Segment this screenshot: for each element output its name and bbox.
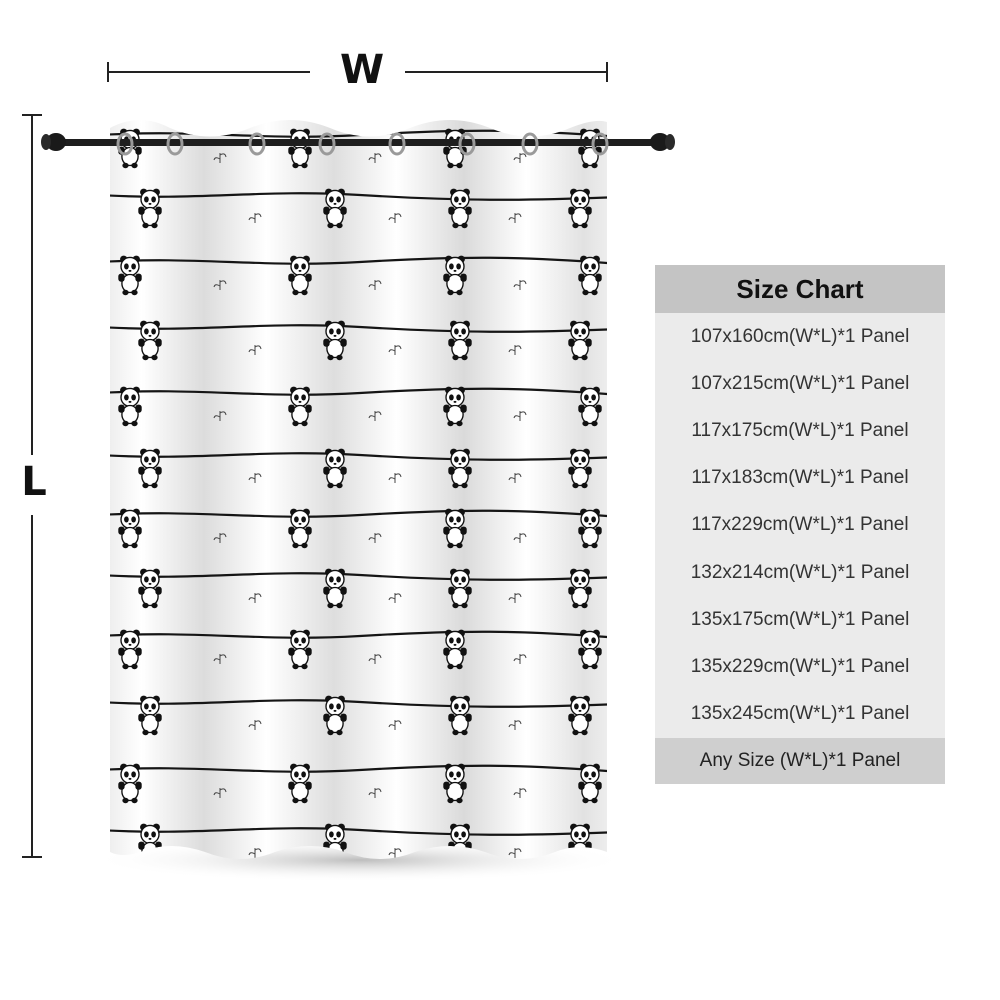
size-chart-row: 117x229cm(W*L)*1 Panel [691,514,909,536]
grommet-ring [388,132,406,156]
size-chart-row: 107x215cm(W*L)*1 Panel [690,372,910,394]
branch-line [110,509,607,519]
grommet-ring [166,132,184,156]
size-chart-row: 117x175cm(W*L)*1 Panel [691,419,909,441]
grommet-ring [521,132,539,156]
width-dimension-line [107,62,608,82]
curtain-panel [110,120,607,859]
branch-line [110,256,607,266]
size-chart-row: 107x160cm(W*L)*1 Panel [690,325,910,347]
grommet-ring [248,132,266,156]
branch-line [110,630,607,640]
grommet-ring [116,132,134,156]
size-chart-row: 135x175cm(W*L)*1 Panel [690,608,910,630]
grommet-ring [591,132,609,156]
grommet-ring [458,132,476,156]
size-chart-row: 132x214cm(W*L)*1 Panel [690,561,910,583]
length-dimension-line [22,114,42,858]
size-chart-custom-row: Any Size (W*L)*1 Panel [655,737,945,784]
size-chart-row: 135x245cm(W*L)*1 Panel [690,703,910,725]
branch-line [110,324,607,333]
grommet-ring [318,132,336,156]
size-chart-row: 135x229cm(W*L)*1 Panel [690,655,910,677]
length-label: L [21,459,47,505]
size-chart-table: Size Chart 107x160cm(W*L)*1 Panel 107x21… [655,265,945,784]
branch-line [110,827,607,836]
branch-line [110,764,607,774]
branch-line [110,699,607,708]
branch-line [110,452,607,461]
branch-line [110,192,607,201]
size-chart-row: 117x183cm(W*L)*1 Panel [691,467,909,489]
grommet-rings [116,132,609,156]
size-chart-title: Size Chart [655,265,945,313]
width-label: W [339,47,385,93]
branch-line [110,387,607,397]
branch-line [110,572,607,581]
curtain-rod [41,133,675,151]
